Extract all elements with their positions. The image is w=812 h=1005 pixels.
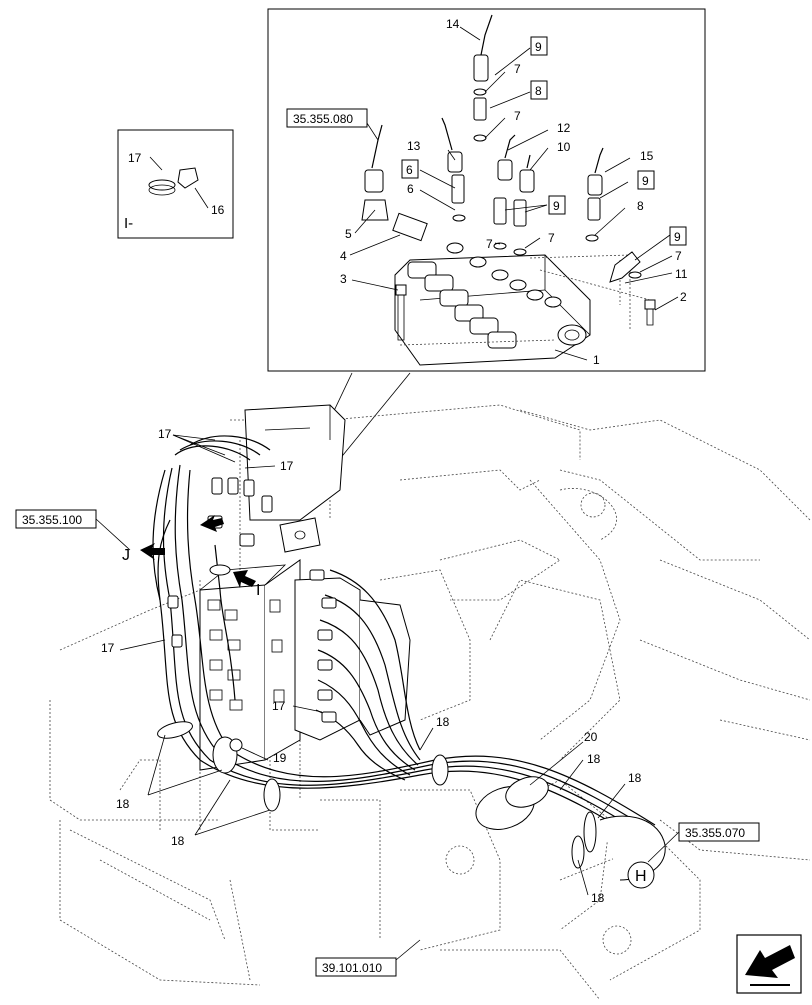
- reference-boxes: 35.355.100 35.355.070 39.101.010: [15, 509, 760, 977]
- view-letter-j: J: [122, 547, 130, 564]
- o-rings: [452, 88, 642, 279]
- callout-box-9a: 9: [535, 40, 542, 54]
- detail-callouts: 14 7 7 13 12 10 15 9 8 6 9 9 9 6 8 7 7 7…: [286, 17, 688, 367]
- callout-4: 4: [340, 249, 347, 263]
- callout-7e: 7: [548, 231, 555, 245]
- inset-view-label: I-: [124, 215, 133, 232]
- callout-17b: 17: [280, 459, 294, 473]
- clip-16: [177, 167, 199, 189]
- view-arrows: [140, 515, 256, 588]
- callout-13: 13: [407, 139, 421, 153]
- callout-box-9d: 9: [674, 230, 681, 244]
- box-9b: [548, 195, 566, 215]
- callout-17a: 17: [158, 427, 172, 441]
- view-arrow-j: [140, 543, 165, 560]
- callout-17d: 17: [272, 699, 286, 713]
- ref-35-355-100: 35.355.100: [22, 513, 82, 527]
- inset-view: 17 16 I-: [117, 129, 234, 239]
- callout-14: 14: [446, 17, 460, 31]
- callout-box-6: 6: [406, 163, 413, 177]
- callout-18a: 18: [436, 715, 450, 729]
- machine-structure: [49, 404, 811, 1001]
- callout-7f: 7: [675, 249, 682, 263]
- view-arrow-i: [233, 570, 256, 588]
- view-arrow-upper: [200, 515, 224, 532]
- ref-35-355-080: 35.355.080: [293, 112, 353, 126]
- inset-frame: [117, 129, 234, 239]
- view-circle-h: [627, 861, 655, 889]
- view-letters: J I H: [122, 547, 655, 889]
- callout-10: 10: [557, 140, 571, 154]
- box-6: [401, 159, 419, 179]
- callout-18b: 18: [587, 752, 601, 766]
- upper-valve-block: [244, 404, 346, 553]
- bolt-3: [395, 284, 407, 341]
- ref-39-101-010: 39.101.010: [322, 961, 382, 975]
- callout-3: 3: [340, 272, 347, 286]
- callout-7d: 8: [637, 199, 644, 213]
- detail-leaders: [349, 26, 679, 361]
- callout-12: 12: [557, 121, 571, 135]
- box-9a: [530, 36, 548, 56]
- inset-callout-16: 16: [211, 203, 225, 217]
- fittings: [361, 14, 641, 283]
- callout-18d: 18: [591, 891, 605, 905]
- callout-7b: 7: [514, 109, 521, 123]
- callout-19: 19: [273, 751, 287, 765]
- view-letter-i: I: [256, 582, 260, 599]
- valve-manifold: [394, 242, 591, 366]
- callout-17c: 17: [101, 641, 115, 655]
- clip-19: [229, 738, 243, 752]
- callout-15: 15: [640, 149, 654, 163]
- box-9d: [669, 226, 687, 246]
- callout-11: 11: [675, 267, 688, 281]
- callout-1: 1: [593, 353, 600, 367]
- bolt-2: [644, 299, 656, 326]
- ref-box-35-355-080: [286, 108, 368, 128]
- callout-7a: 7: [514, 62, 521, 76]
- callout-18f: 18: [171, 834, 185, 848]
- callout-18e: 18: [116, 797, 130, 811]
- callout-box-9b: 9: [553, 199, 560, 213]
- callout-7g: 7: [486, 237, 493, 251]
- ref-35-355-070: 35.355.070: [685, 826, 745, 840]
- ref-box-39-101-010: [315, 957, 397, 977]
- box-8: [530, 80, 548, 100]
- callout-2: 2: [680, 290, 687, 304]
- callout-box-8: 8: [535, 84, 542, 98]
- callout-18c: 18: [628, 771, 642, 785]
- box-9c: [637, 170, 655, 190]
- inset-callout-17: 17: [128, 151, 142, 165]
- callout-20: 20: [584, 730, 598, 744]
- arrow-previous-icon[interactable]: [736, 934, 802, 994]
- detail-view: 14 7 7 13 12 10 15 9 8 6 9 9 9 6 8 7 7 7…: [267, 8, 706, 372]
- detail-view-frame: [267, 8, 706, 372]
- view-letter-h: H: [635, 868, 647, 885]
- callout-5: 5: [345, 227, 352, 241]
- callout-box-9c: 9: [642, 174, 649, 188]
- main-callouts: 17 17 17 17 18 19 20 18 18 18 18 18: [101, 427, 642, 905]
- callout-7c: 6: [407, 182, 414, 196]
